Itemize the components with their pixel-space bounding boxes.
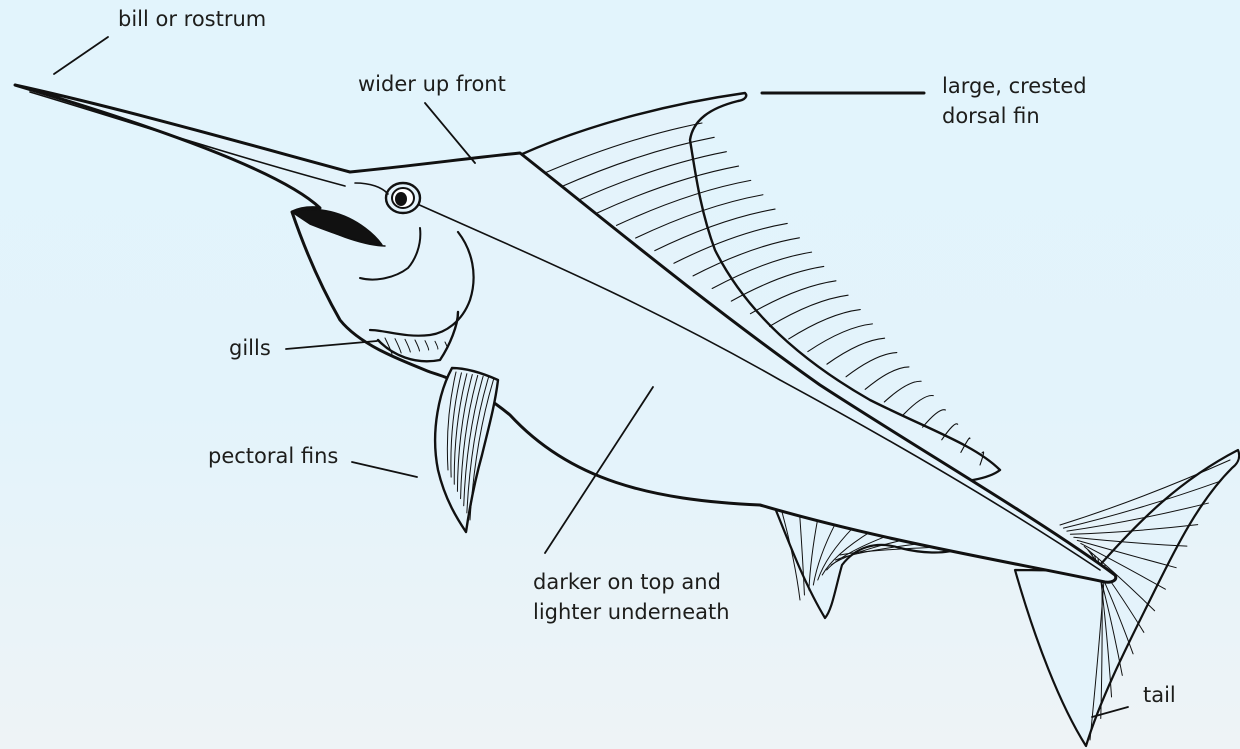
fin-ray <box>923 410 946 427</box>
fin-ray <box>789 310 861 339</box>
label-gills: gills <box>229 333 271 363</box>
pectoral-fin <box>435 368 498 532</box>
leader-pectoral <box>352 462 417 477</box>
fin-ray <box>808 324 873 352</box>
fin-ray <box>903 396 933 415</box>
leader-wider <box>425 103 475 163</box>
fin-ray <box>750 281 835 314</box>
label-wider: wider up front <box>358 69 506 99</box>
fin-ray <box>865 367 909 389</box>
label-pectoral: pectoral fins <box>208 441 338 471</box>
fin-ray <box>770 295 849 326</box>
fin-ray <box>884 381 921 402</box>
fin-ray <box>827 338 885 364</box>
leader-bill <box>54 37 108 74</box>
tail-fin <box>1015 450 1239 746</box>
label-tail: tail <box>1143 680 1176 710</box>
leader-gills <box>286 341 377 349</box>
label-bill: bill or rostrum <box>118 4 266 34</box>
label-darker: darker on top and lighter underneath <box>533 567 730 627</box>
label-dorsal: large, crested dorsal fin <box>942 71 1087 131</box>
